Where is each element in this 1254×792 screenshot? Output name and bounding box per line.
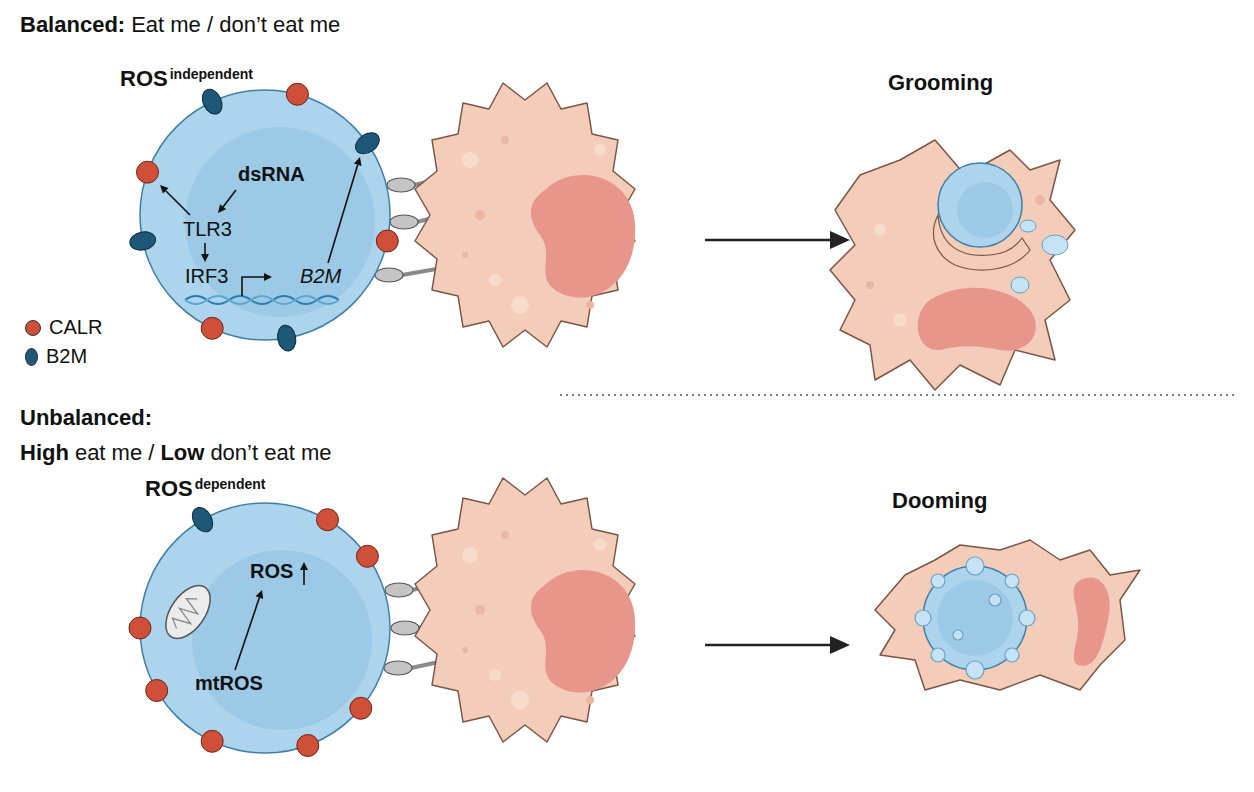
outcome-label: Dooming (892, 488, 987, 513)
label-row: Balanced:Eat me / don’t eat me (20, 12, 340, 37)
grooming-scene (830, 140, 1075, 390)
panel-subtitle: don’t eat me (210, 440, 331, 465)
drawing-circle (1005, 648, 1019, 662)
ros-heading: ROS (120, 66, 168, 91)
drawing-circle (874, 224, 886, 236)
drawing-ellipse (391, 621, 419, 635)
label-row: Dooming (892, 488, 987, 513)
label-row: ROSindependent (120, 66, 253, 91)
cell-outline (140, 503, 390, 753)
balanced-cell: dsRNA TLR3IRF3 B2M (140, 90, 390, 340)
drawing-path (933, 215, 1030, 270)
drawing-ellipse (387, 178, 415, 192)
drawing-circle (866, 281, 874, 289)
mtros-label: mtROS (195, 672, 263, 695)
process-arrow (705, 239, 832, 242)
drawing-circle (923, 566, 1027, 670)
label-row: ROSdependent (145, 476, 265, 501)
legend: CALR B2M (25, 316, 102, 368)
ros-label: ROS (250, 560, 293, 583)
drawing-circle (915, 610, 931, 626)
dsrna-label: dsRNA (238, 163, 305, 186)
ros-heading: ROS (145, 476, 193, 501)
panel-subtitle: High (20, 440, 69, 465)
drawing-ellipse (385, 583, 413, 597)
drawing-circle (953, 630, 963, 640)
legend-row: CALR (25, 316, 102, 339)
arrow-head (830, 231, 850, 249)
outcome-label: Grooming (888, 70, 993, 95)
drawing-circle (989, 594, 1001, 606)
process-arrow (705, 644, 832, 647)
ros-superscript: independent (170, 66, 253, 82)
macrophage (415, 478, 635, 742)
drawing-ellipse (375, 268, 403, 282)
drawing-circle (938, 163, 1022, 247)
arrow-head (830, 636, 850, 654)
label-row: Unbalanced: (20, 405, 152, 430)
drawing-path (918, 288, 1036, 351)
legend-text: B2M (46, 345, 87, 368)
drawing-circle (1035, 195, 1045, 205)
receptor-label: TLR3 (183, 218, 232, 241)
ros-superscript: dependent (195, 476, 266, 492)
drawing-ellipse (1011, 277, 1029, 293)
panel-title: Unbalanced: (20, 405, 152, 430)
drawing-path (875, 540, 1140, 690)
drawing-path (1074, 577, 1110, 665)
label-row: Grooming (888, 70, 993, 95)
drawing-circle (966, 661, 984, 679)
cell-outline (140, 90, 390, 340)
drawing-ellipse (390, 215, 418, 229)
panel-subtitle: eat me / (75, 440, 154, 465)
legend-row: B2M (25, 345, 102, 368)
drawing-circle (1019, 610, 1035, 626)
drawing-circle (966, 557, 984, 575)
label-row: Higheat me /Lowdon’t eat me (20, 440, 331, 465)
drawing-circle (893, 313, 907, 327)
drawing-g (915, 557, 1035, 679)
cell-drawing (129, 503, 390, 757)
drawing-path (830, 140, 1075, 390)
panel-subtitle: Low (160, 440, 204, 465)
legend-swatch (25, 320, 41, 336)
legend-swatch (25, 348, 38, 366)
macrophage (415, 83, 635, 347)
drawing-ellipse (1042, 235, 1068, 255)
cell-drawing (128, 83, 398, 352)
drawing-circle (957, 182, 1013, 238)
legend-text: CALR (49, 316, 102, 339)
panel-title: Balanced: (20, 12, 125, 37)
unbalanced-cell: ROS mtROS (140, 503, 390, 753)
drawing-circle (1005, 574, 1019, 588)
drawing-ellipse (384, 661, 412, 675)
gene-label: B2M (300, 265, 341, 288)
factor-label: IRF3 (185, 265, 228, 288)
drawing-circle (931, 574, 945, 588)
drawing-circle (937, 580, 1013, 656)
dooming-scene (875, 540, 1140, 690)
drawing-circle (931, 648, 945, 662)
separator (560, 394, 1235, 396)
panel-subtitle: Eat me / don’t eat me (131, 12, 340, 37)
drawing-ellipse (1020, 220, 1036, 232)
